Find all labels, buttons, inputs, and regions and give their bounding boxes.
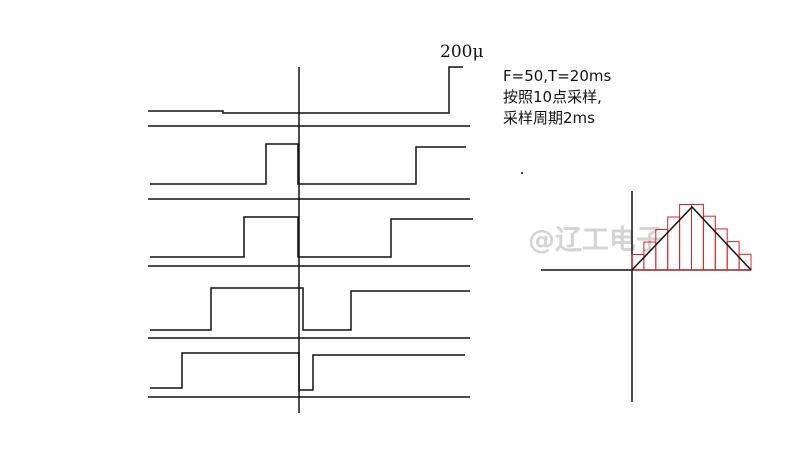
- watermark-text: @辽工电子: [528, 225, 663, 256]
- pwm-trace-1: [150, 143, 466, 185]
- sample-bars: [631, 204, 752, 271]
- scale-label: 200μ: [440, 42, 484, 62]
- sample-bar: [691, 204, 704, 271]
- pwm-trace-2: [150, 216, 473, 258]
- sample-bar: [738, 253, 752, 271]
- note-line-2: 按照10点采样,: [503, 88, 602, 106]
- waveform-group: [148, 66, 751, 413]
- note-line-1: F=50,T=20ms: [503, 67, 611, 85]
- note-line-3: 采样周期2ms: [503, 109, 595, 127]
- reference-trace: [148, 66, 463, 114]
- pwm-trace-3: [150, 287, 470, 331]
- sample-bar: [714, 228, 728, 271]
- sample-bar: [702, 215, 716, 271]
- triangle-envelope: [631, 205, 752, 271]
- sample-bar: [667, 216, 681, 271]
- stray-dot: [521, 172, 523, 174]
- pwm-trace-4: [150, 352, 465, 391]
